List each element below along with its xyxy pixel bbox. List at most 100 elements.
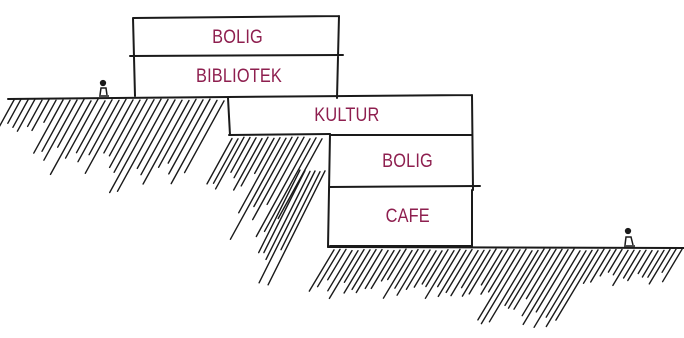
- hatch-line: [488, 250, 533, 323]
- hatch-line: [88, 99, 120, 156]
- hatch-line: [170, 99, 218, 185]
- hatch-line: [661, 248, 683, 283]
- hatch-line: [327, 248, 347, 281]
- hatch-line: [57, 98, 85, 148]
- hatch-line: [265, 170, 311, 261]
- hatch-line: [425, 248, 449, 288]
- hatch-line: [545, 249, 593, 328]
- hatch-line: [487, 248, 515, 293]
- hatch-line: [280, 170, 321, 251]
- hatch-line: [12, 99, 29, 129]
- hatch-line: [513, 248, 551, 310]
- hatch-line: [622, 249, 641, 279]
- hatch-line: [364, 249, 389, 290]
- hatch-line: [206, 137, 233, 185]
- hatch-line: [263, 137, 317, 233]
- building-outlines: [7, 15, 684, 249]
- hatch-line: [387, 248, 407, 281]
- hatch-line: [113, 98, 155, 174]
- hatch-line: [480, 248, 527, 325]
- hatch-line: [525, 248, 557, 300]
- person-figure-right: [624, 227, 635, 247]
- hatch-line: [370, 249, 395, 290]
- hatch-terrain-upper: [0, 98, 225, 194]
- hatch-line: [41, 99, 71, 153]
- hatch-line: [661, 248, 677, 273]
- label-lower-housing: BOLIG: [382, 151, 433, 172]
- upper-block-outline: [129, 15, 344, 99]
- hatch-line: [612, 249, 635, 287]
- hatch-line: [31, 98, 50, 132]
- hatch-line: [460, 249, 485, 289]
- hatch-line: [142, 99, 190, 185]
- hatch-line: [230, 136, 251, 174]
- hatch-line: [522, 248, 569, 326]
- hatch-line: [555, 249, 599, 321]
- hatch-line: [343, 248, 365, 283]
- hatch-line: [445, 248, 473, 294]
- hatch-line: [255, 138, 311, 238]
- hatch-line: [33, 99, 64, 154]
- label-culture: KULTUR: [314, 105, 380, 126]
- hatch-line: [327, 249, 353, 292]
- hatch-line: [545, 250, 587, 318]
- hatch-line: [504, 249, 539, 307]
- hatch-line: [480, 248, 509, 295]
- hatch-line: [468, 248, 497, 295]
- hatch-line: [26, 99, 43, 128]
- hatch-line: [590, 249, 611, 283]
- hatch-line: [521, 248, 563, 317]
- hatch-line: [108, 99, 141, 157]
- hatch-line: [75, 100, 106, 154]
- hatch-line: [535, 248, 575, 313]
- hatch-line: [437, 248, 461, 288]
- hatch-line: [533, 250, 581, 328]
- kultur-block-outline: [227, 94, 474, 191]
- hatch-line: [355, 248, 383, 294]
- hatch-line: [183, 100, 225, 174]
- lower-block-base: [329, 189, 473, 247]
- hatch-line: [43, 99, 57, 124]
- hatch-line: [157, 98, 197, 169]
- hatch-line: [424, 249, 455, 299]
- hatch-line: [437, 249, 467, 298]
- hatch-line: [108, 98, 148, 169]
- hatch-line: [599, 248, 617, 277]
- hatch-line: [413, 250, 437, 288]
- hatch-line: [394, 248, 419, 289]
- hatch-line: [233, 137, 257, 179]
- hatch-line: [647, 249, 665, 278]
- hatch-line: [140, 99, 183, 176]
- upper-ground-line: [7, 96, 231, 100]
- hatch-line: [64, 98, 99, 159]
- hatch-line: [316, 248, 341, 288]
- hatch-line: [648, 248, 671, 285]
- hatch-line: [258, 170, 316, 284]
- hatch-line: [627, 249, 647, 282]
- hatch-line: [168, 98, 211, 175]
- hatch-line: [16, 98, 36, 132]
- hatch-line: [421, 250, 443, 285]
- hatch-line: [229, 137, 287, 241]
- hatch-line: [277, 138, 323, 220]
- hatch-line: [607, 248, 623, 273]
- hatch-line: [266, 136, 305, 206]
- hatch-line: [480, 249, 503, 286]
- hatch-line: [237, 136, 281, 214]
- hatch-line: [263, 169, 306, 254]
- hatch-line: [49, 100, 92, 176]
- hatch-line: [351, 248, 377, 291]
- label-upper-housing: BOLIG: [212, 27, 263, 48]
- hatch-terrain-lower: [308, 248, 683, 328]
- hatch-line: [343, 249, 371, 294]
- lower-ground-line: [327, 246, 684, 249]
- lower-block-outline: [327, 133, 481, 248]
- hatch-line: [232, 137, 263, 191]
- hatch-line: [328, 249, 359, 300]
- hatch-line: [637, 249, 653, 275]
- hatch-line: [612, 249, 629, 276]
- label-cafe: CAFE: [385, 206, 430, 227]
- hatch-line: [641, 250, 659, 278]
- hatch-line: [7, 98, 22, 125]
